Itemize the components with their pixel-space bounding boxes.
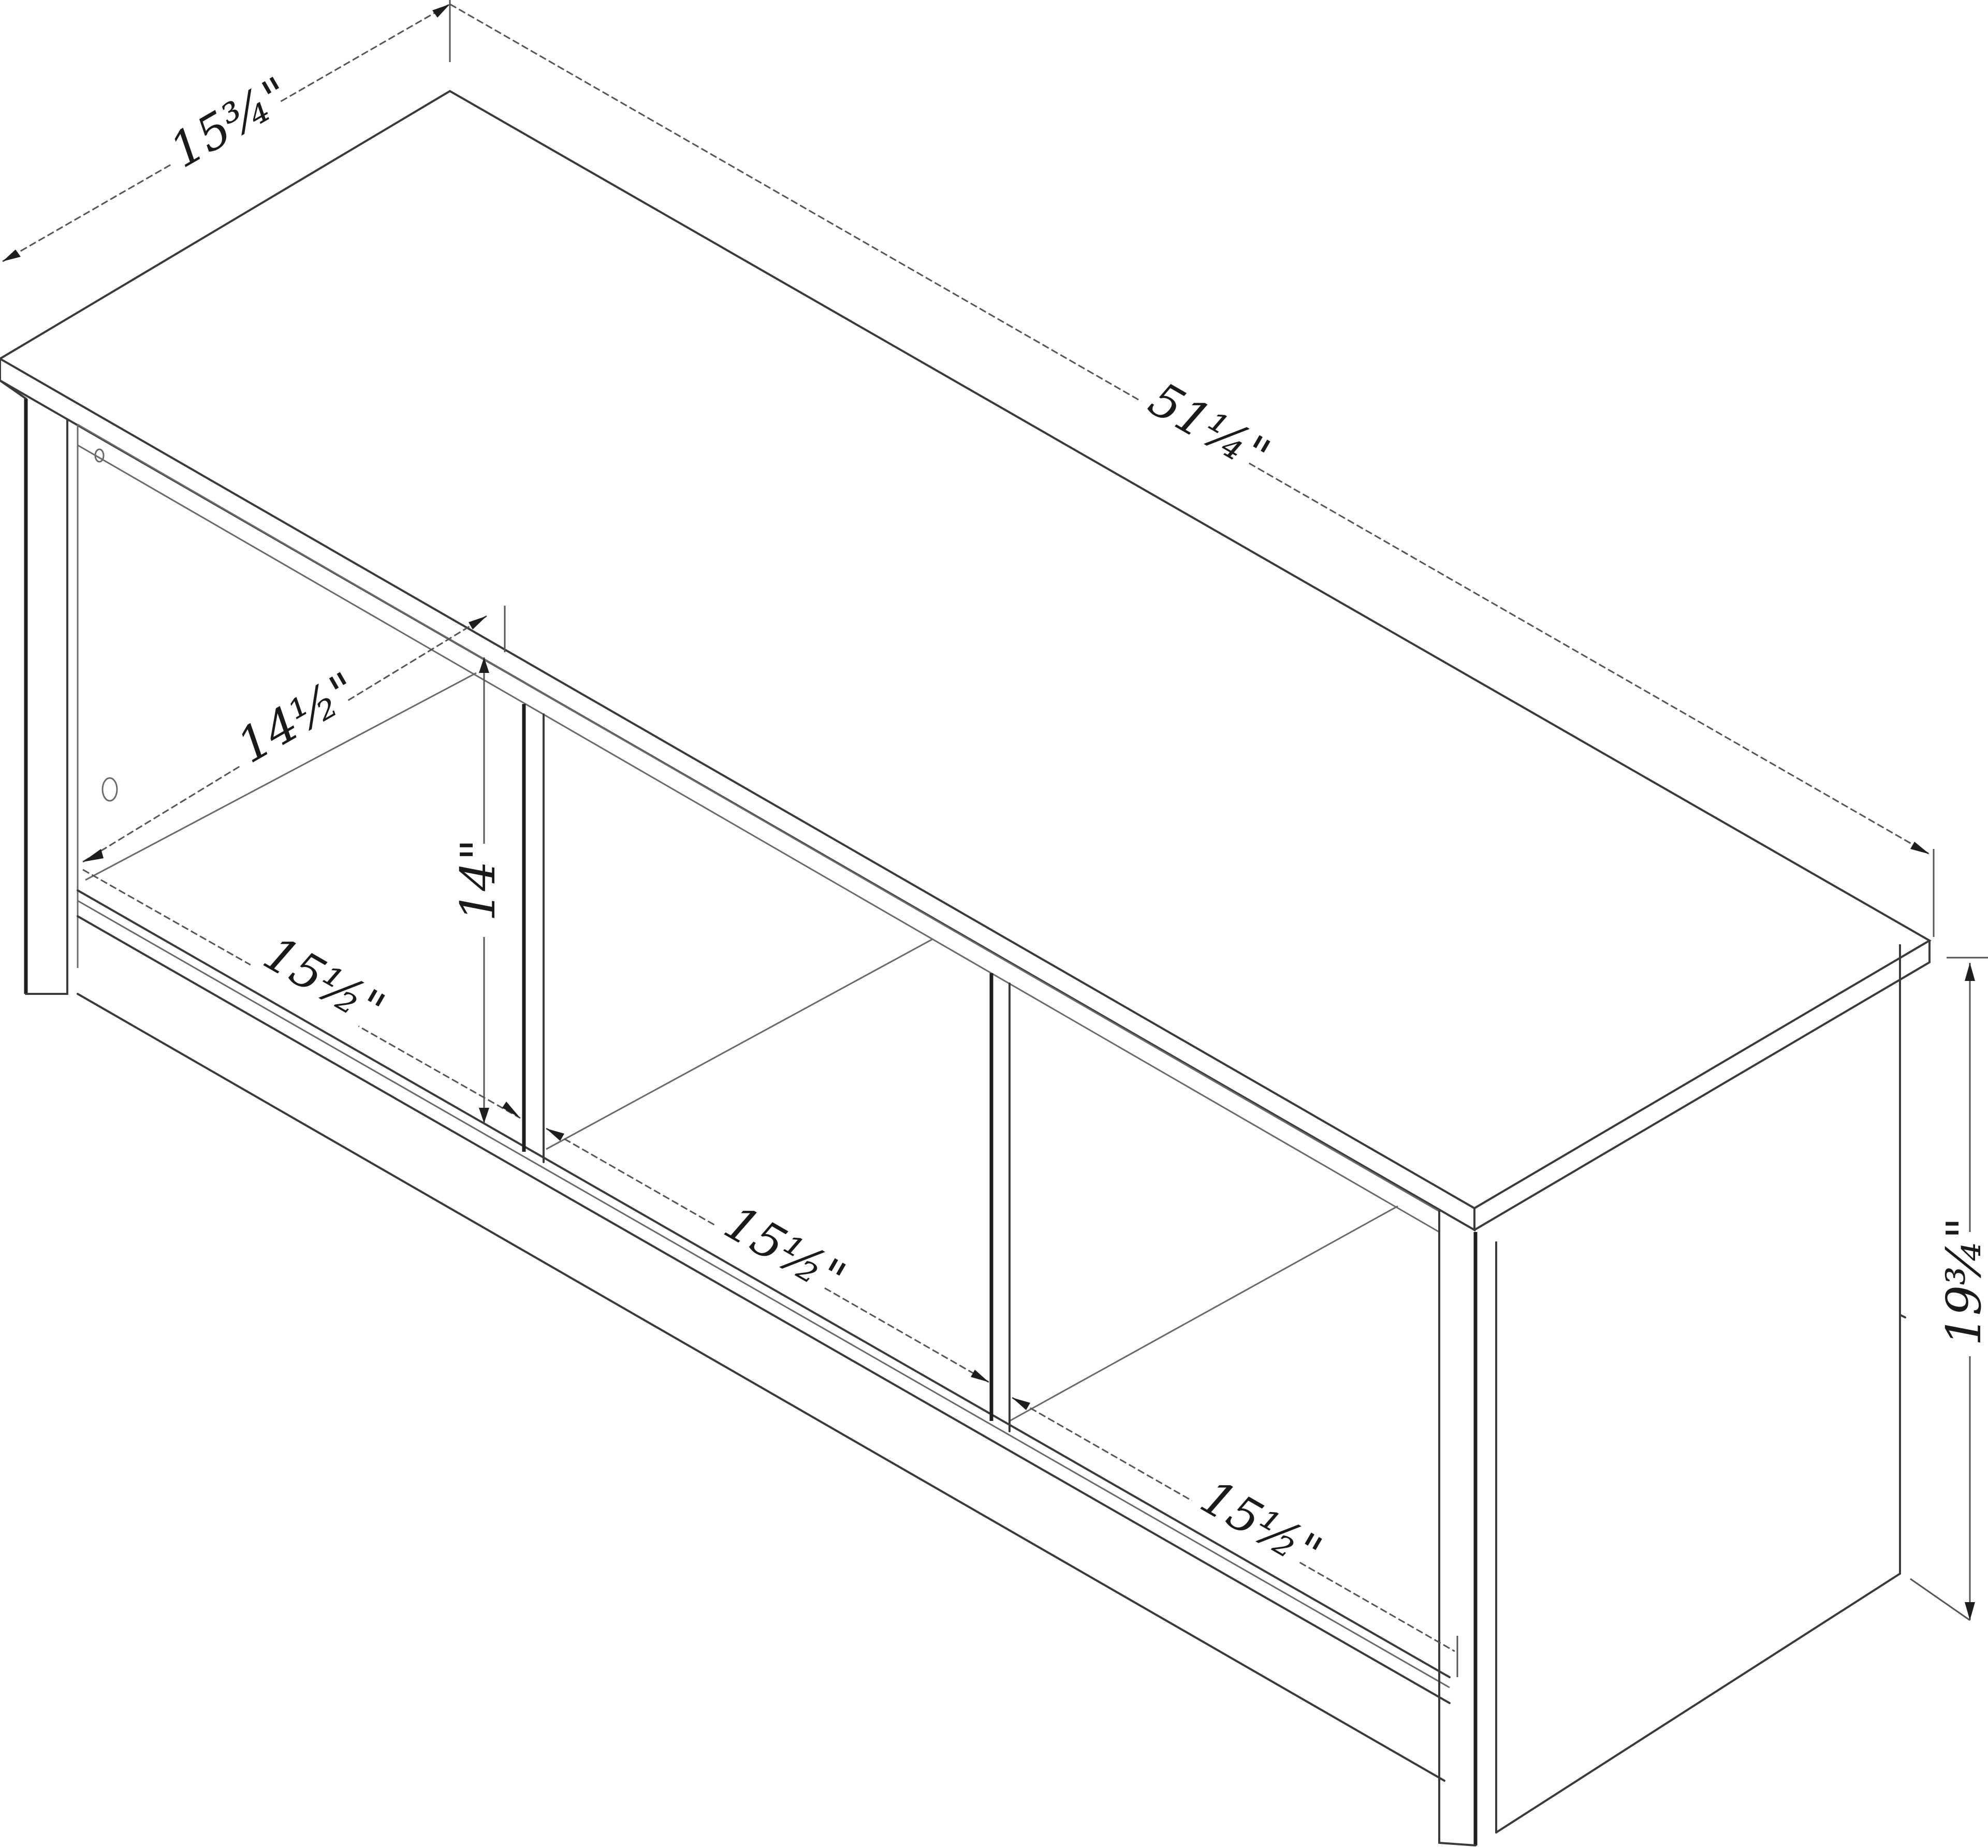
divider-right <box>989 973 1011 1432</box>
overall-depth-label: 15¾" <box>160 66 300 179</box>
dimension-cubby-depth: 14½" <box>82 606 506 863</box>
inner-top-edges <box>77 423 1440 1233</box>
cubby-width-right-label: 15½" <box>1192 1469 1331 1581</box>
dimension-overall-height: 19¾" <box>1910 957 1988 1621</box>
cubby-depth-label: 14½" <box>228 662 367 774</box>
cubby-height-label: 14" <box>450 839 506 921</box>
dimension-cubby-height: 14" <box>448 657 506 1123</box>
bottom-shelf <box>77 672 1451 1782</box>
left-side-panel <box>0 379 118 995</box>
overall-height-label: 19¾" <box>1936 1217 1988 1346</box>
bench-top <box>0 90 1932 1232</box>
dimension-cubby-width-middle: 15½" <box>546 1127 989 1383</box>
divider-left <box>522 704 545 1163</box>
cubby-width-left-label: 15½" <box>255 926 394 1038</box>
overall-width-label: 51¼" <box>1140 372 1279 484</box>
cubby-width-middle-label: 15½" <box>715 1195 855 1307</box>
dimension-overall-width: 51¼" <box>449 3 1935 937</box>
right-side-panel <box>1438 944 1906 1846</box>
dimension-cubby-width-right: 15½" <box>1012 1397 1458 1677</box>
